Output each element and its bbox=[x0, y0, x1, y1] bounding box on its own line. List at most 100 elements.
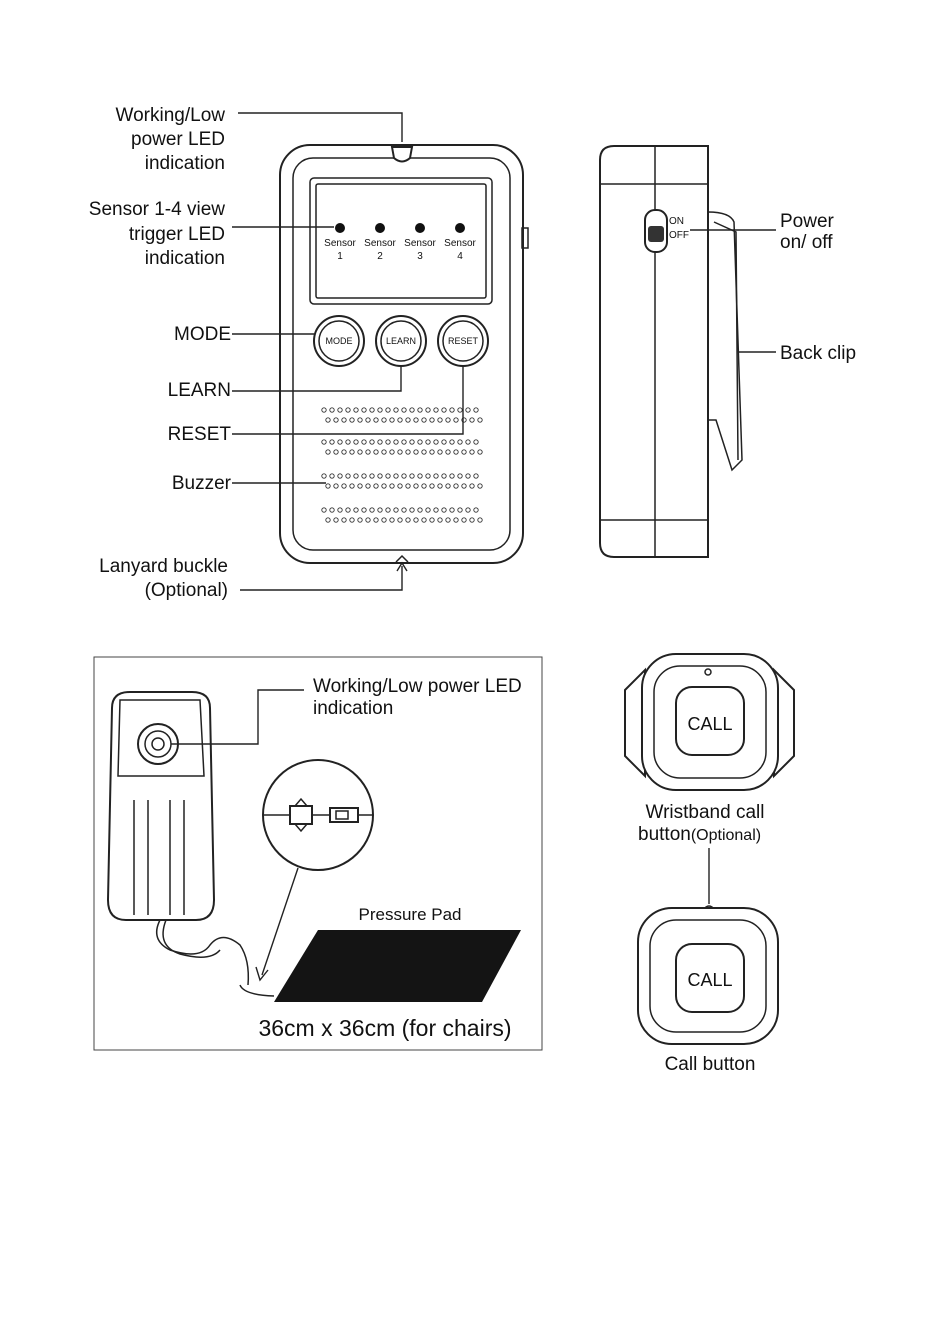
grille-hole bbox=[417, 407, 423, 413]
learn-callout: LEARN bbox=[168, 380, 231, 401]
learn-button[interactable]: LEARN bbox=[375, 315, 427, 367]
grille-hole bbox=[421, 417, 427, 423]
wristband-call-label: CALL bbox=[687, 714, 732, 734]
grille-hole bbox=[381, 483, 387, 489]
wristband-call-key[interactable] bbox=[675, 686, 745, 756]
grille-hole bbox=[477, 483, 483, 489]
led-callout-line3: indication bbox=[145, 153, 225, 174]
sensor-4-led-icon bbox=[455, 223, 465, 233]
mode-callout: MODE bbox=[174, 324, 231, 345]
pad-led-callout-line2: indication bbox=[313, 698, 393, 719]
grille-hole bbox=[405, 483, 411, 489]
pad-cable bbox=[155, 919, 250, 986]
grille-hole bbox=[341, 517, 347, 523]
grille-hole bbox=[397, 417, 403, 423]
grille-hole bbox=[341, 483, 347, 489]
grille-hole bbox=[449, 507, 455, 513]
grille-hole bbox=[381, 417, 387, 423]
pressure-panel-frame bbox=[93, 656, 543, 1051]
grille-hole bbox=[477, 449, 483, 455]
mode-button[interactable]: MODE bbox=[313, 315, 365, 367]
sensor-1-label: Sensor bbox=[324, 238, 356, 249]
pad-led-callout-line1: Working/Low power LED bbox=[313, 676, 522, 697]
grille-hole bbox=[341, 417, 347, 423]
grille-hole bbox=[453, 417, 459, 423]
grille-hole bbox=[345, 473, 351, 479]
call-button-device: CALL Call button bbox=[637, 905, 779, 1075]
grille-hole bbox=[345, 439, 351, 445]
pad-led-callout-line bbox=[171, 689, 304, 745]
grille-hole bbox=[473, 473, 479, 479]
grille-hole bbox=[325, 517, 331, 523]
grille-hole bbox=[333, 417, 339, 423]
grille-hole bbox=[357, 483, 363, 489]
grille-hole bbox=[321, 407, 327, 413]
grille-hole bbox=[365, 449, 371, 455]
grille-hole bbox=[437, 449, 443, 455]
sensor-1-led-icon bbox=[335, 223, 345, 233]
learn-button-label: LEARN bbox=[386, 336, 416, 346]
grille-hole bbox=[353, 407, 359, 413]
grille-hole bbox=[325, 417, 331, 423]
sensor-3-number: 3 bbox=[417, 251, 423, 262]
reset-button[interactable]: RESET bbox=[437, 315, 489, 367]
grille-hole bbox=[429, 483, 435, 489]
grille-hole bbox=[369, 473, 375, 479]
grille-hole bbox=[405, 517, 411, 523]
grille-hole bbox=[449, 473, 455, 479]
grille-hole bbox=[365, 517, 371, 523]
grille-hole bbox=[461, 417, 467, 423]
grille-hole bbox=[397, 517, 403, 523]
grille-hole bbox=[361, 439, 367, 445]
grille-hole bbox=[473, 507, 479, 513]
grille-hole bbox=[385, 439, 391, 445]
sensor-callout-line2: trigger LED bbox=[129, 224, 225, 245]
grille-hole bbox=[469, 417, 475, 423]
grille-hole bbox=[445, 449, 451, 455]
call-button-key[interactable] bbox=[675, 943, 745, 1013]
grille-hole bbox=[441, 507, 447, 513]
grille-hole bbox=[325, 449, 331, 455]
grille-hole bbox=[417, 473, 423, 479]
side-callouts: Power on/ off Back clip bbox=[690, 211, 856, 364]
reset-button-label: RESET bbox=[448, 336, 479, 346]
wristband-call-button: CALL Wristband call button(Optional) bbox=[624, 653, 795, 904]
grille-hole bbox=[373, 449, 379, 455]
reset-callout: RESET bbox=[168, 424, 232, 445]
grille-hole bbox=[365, 417, 371, 423]
led-callout-line2: power LED bbox=[131, 129, 225, 150]
grille-hole bbox=[401, 407, 407, 413]
grille-hole bbox=[461, 449, 467, 455]
receiver-front: Sensor Sensor Sensor Sensor 1 2 3 4 MODE… bbox=[279, 144, 529, 564]
grille-hole bbox=[433, 507, 439, 513]
sensor-1-number: 1 bbox=[337, 251, 343, 262]
grille-hole bbox=[417, 507, 423, 513]
power-switch-knob[interactable] bbox=[648, 226, 664, 242]
grille-hole bbox=[373, 417, 379, 423]
call-button-caption: Call button bbox=[665, 1054, 756, 1075]
grille-hole bbox=[357, 517, 363, 523]
grille-hole bbox=[397, 483, 403, 489]
grille-hole bbox=[329, 473, 335, 479]
grille-hole bbox=[425, 407, 431, 413]
grille-hole bbox=[349, 483, 355, 489]
grille-hole bbox=[413, 483, 419, 489]
grille-hole bbox=[337, 407, 343, 413]
grille-hole bbox=[381, 449, 387, 455]
grille-hole bbox=[389, 449, 395, 455]
grille-hole bbox=[385, 507, 391, 513]
grille-hole bbox=[421, 483, 427, 489]
grille-hole bbox=[473, 439, 479, 445]
grille-hole bbox=[409, 439, 415, 445]
lanyard-callout-line2: (Optional) bbox=[145, 580, 228, 601]
grille-hole bbox=[357, 417, 363, 423]
power-callout-line1: Power bbox=[780, 211, 835, 232]
plug-icon bbox=[289, 805, 313, 825]
sensor-4-label: Sensor bbox=[444, 238, 476, 249]
grille-hole bbox=[457, 473, 463, 479]
grille-hole bbox=[373, 483, 379, 489]
grille-hole bbox=[413, 517, 419, 523]
grille-hole bbox=[465, 439, 471, 445]
switch-on-label: ON bbox=[669, 216, 684, 227]
